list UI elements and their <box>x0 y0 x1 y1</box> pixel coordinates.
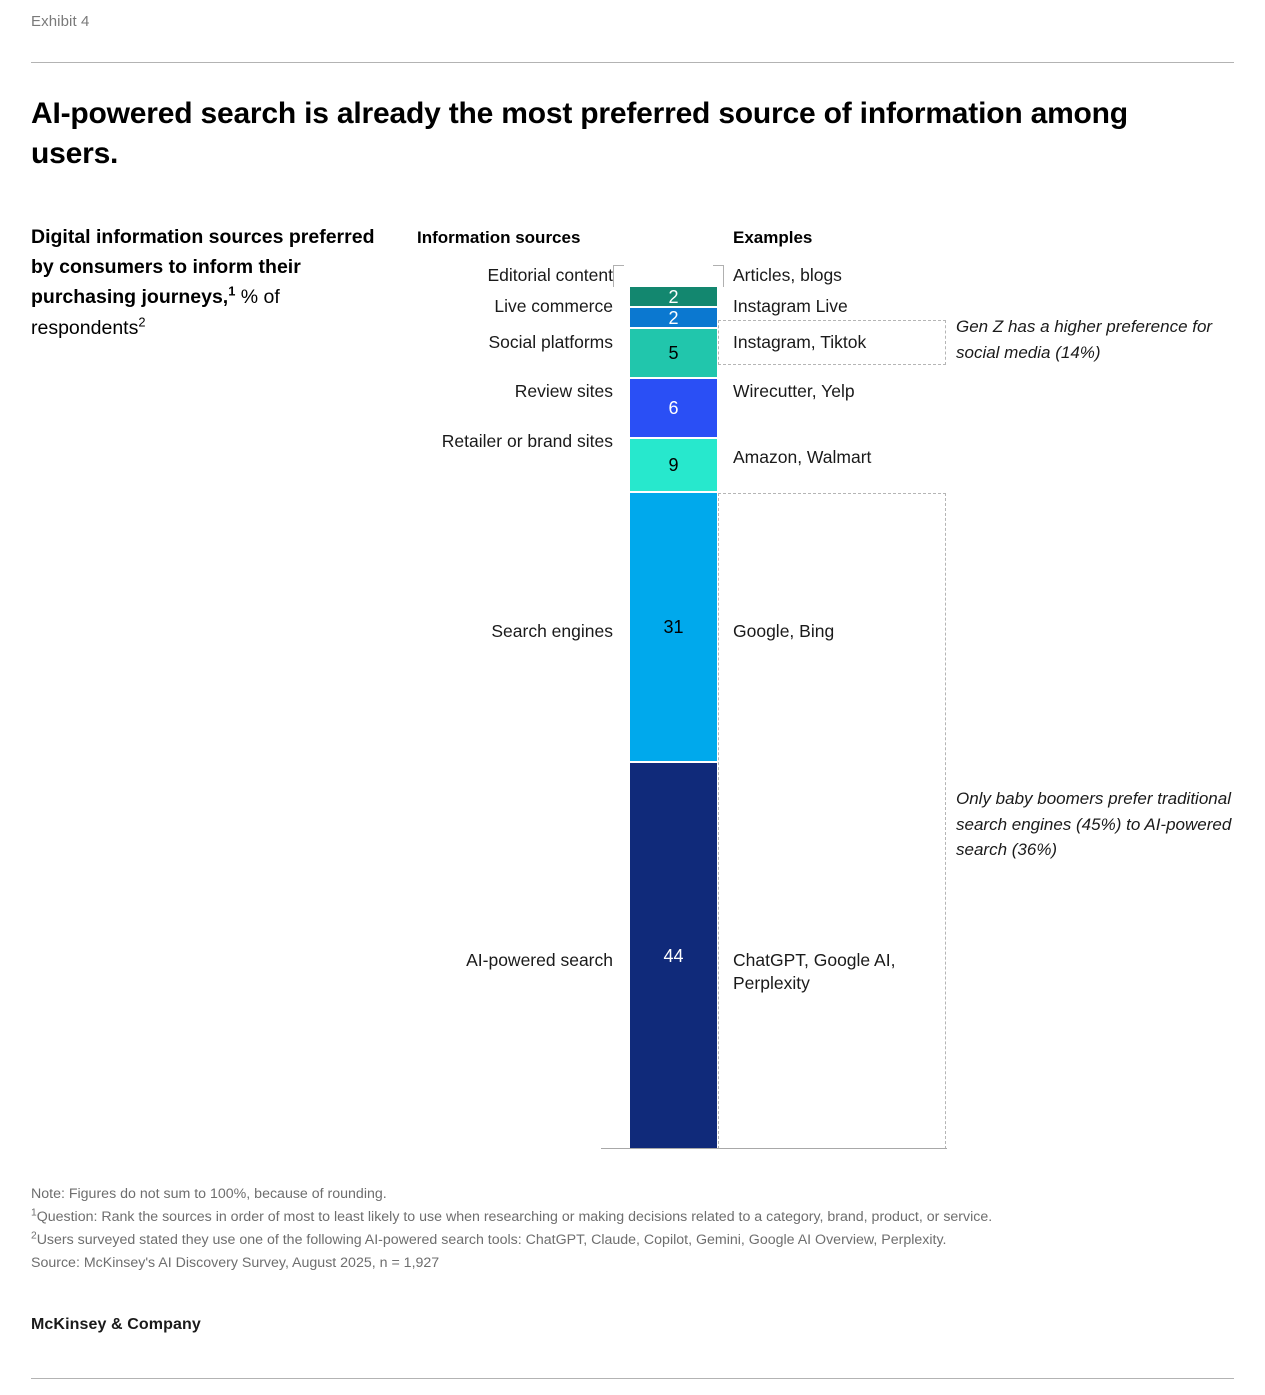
column-header-information-sources: Information sources <box>417 228 581 247</box>
category-label-review-sites: Review sites <box>514 381 613 401</box>
bar-value-editorial-content: 2 <box>668 286 679 307</box>
column-header-examples: Examples <box>733 228 813 247</box>
chart-baseline <box>601 1148 947 1149</box>
footnote-note: Note: Figures do not sum to 100%, becaus… <box>31 1186 387 1202</box>
chart-subtitle-bold: Digital information sources preferred by… <box>31 226 375 309</box>
callout-box-baby-boomers <box>718 493 946 1149</box>
footnote-1-text: Question: Rank the sources in order of m… <box>36 1209 993 1225</box>
bar-value-search-engines: 31 <box>663 617 684 637</box>
example-label-live-commerce: Instagram Live <box>733 296 848 316</box>
leader-bracket-left-vertical <box>613 265 614 287</box>
bar-value-social-platforms: 5 <box>668 343 679 363</box>
footnote-ref-2: 2 <box>138 314 146 330</box>
bar-segment-social-platforms[interactable]: 5 <box>630 329 717 379</box>
callout-text-baby-boomers: Only baby boomers prefer traditional sea… <box>956 789 1232 859</box>
example-label-review-sites: Wirecutter, Yelp <box>733 381 855 401</box>
mckinsey-logo: McKinsey & Company <box>31 1316 201 1333</box>
bar-segment-editorial-content[interactable]: 2 <box>630 287 717 308</box>
bar-value-ai-powered-search: 44 <box>663 945 684 966</box>
bar-value-review-sites: 6 <box>668 398 679 418</box>
category-label-editorial-content: Editorial content <box>487 265 614 285</box>
leader-bracket-right-vertical <box>723 265 724 287</box>
callout-text-gen-z: Gen Z has a higher preference for social… <box>956 317 1213 362</box>
bar-value-live-commerce: 2 <box>668 307 679 328</box>
chart-subtitle: Digital information sources preferred by… <box>31 222 391 343</box>
footnote-ref-1: 1 <box>228 283 236 299</box>
leader-bracket-right-horizontal <box>713 265 724 266</box>
footnotes: Note: Figures do not sum to 100%, becaus… <box>31 1183 1211 1275</box>
example-label-retailer-brand-sites: Amazon, Walmart <box>733 447 872 467</box>
footnote-1-marker: 1 <box>31 1207 37 1219</box>
example-label-ai-powered-search: ChatGPT, Google AI, Perplexity <box>733 950 896 994</box>
example-label-editorial-content: Articles, blogs <box>733 265 842 285</box>
footnote-2: 2Users surveyed stated they use one of t… <box>31 1229 1211 1252</box>
footnote-2-text: Users surveyed stated they use one of th… <box>36 1232 947 1248</box>
footer-divider <box>31 1378 1234 1379</box>
category-label-ai-powered-search: AI-powered search <box>466 950 613 970</box>
category-label-live-commerce: Live commerce <box>494 296 613 316</box>
example-label-search-engines: Google, Bing <box>733 621 835 641</box>
header-divider <box>31 62 1234 63</box>
footnote-source: Source: McKinsey's AI Discovery Survey, … <box>31 1255 440 1271</box>
leader-bracket-left-horizontal <box>613 265 624 266</box>
bar-segment-live-commerce[interactable]: 2 <box>630 308 717 329</box>
category-label-retailer-brand-sites: Retailer or brand sites <box>441 431 613 451</box>
page-title: AI-powered search is already the most pr… <box>31 97 1128 170</box>
bar-segment-ai-powered-search[interactable]: 44 <box>630 763 717 1148</box>
example-label-social-platforms: Instagram, Tiktok <box>733 332 867 352</box>
callout-box-gen-z <box>718 320 946 365</box>
footnote-1: 1Question: Rank the sources in order of … <box>31 1206 1211 1229</box>
footnote-2-marker: 2 <box>31 1230 37 1242</box>
bar-segment-search-engines[interactable]: 31 <box>630 493 717 763</box>
category-label-search-engines: Search engines <box>491 621 613 641</box>
bar-segment-review-sites[interactable]: 6 <box>630 379 717 439</box>
exhibit-label: Exhibit 4 <box>31 13 90 30</box>
bar-value-retailer-brand-sites: 9 <box>668 455 679 475</box>
bar-segment-retailer-brand-sites[interactable]: 9 <box>630 439 717 493</box>
chart-subtitle-regular: % of respondents <box>31 286 280 339</box>
category-label-social-platforms: Social platforms <box>488 332 614 352</box>
